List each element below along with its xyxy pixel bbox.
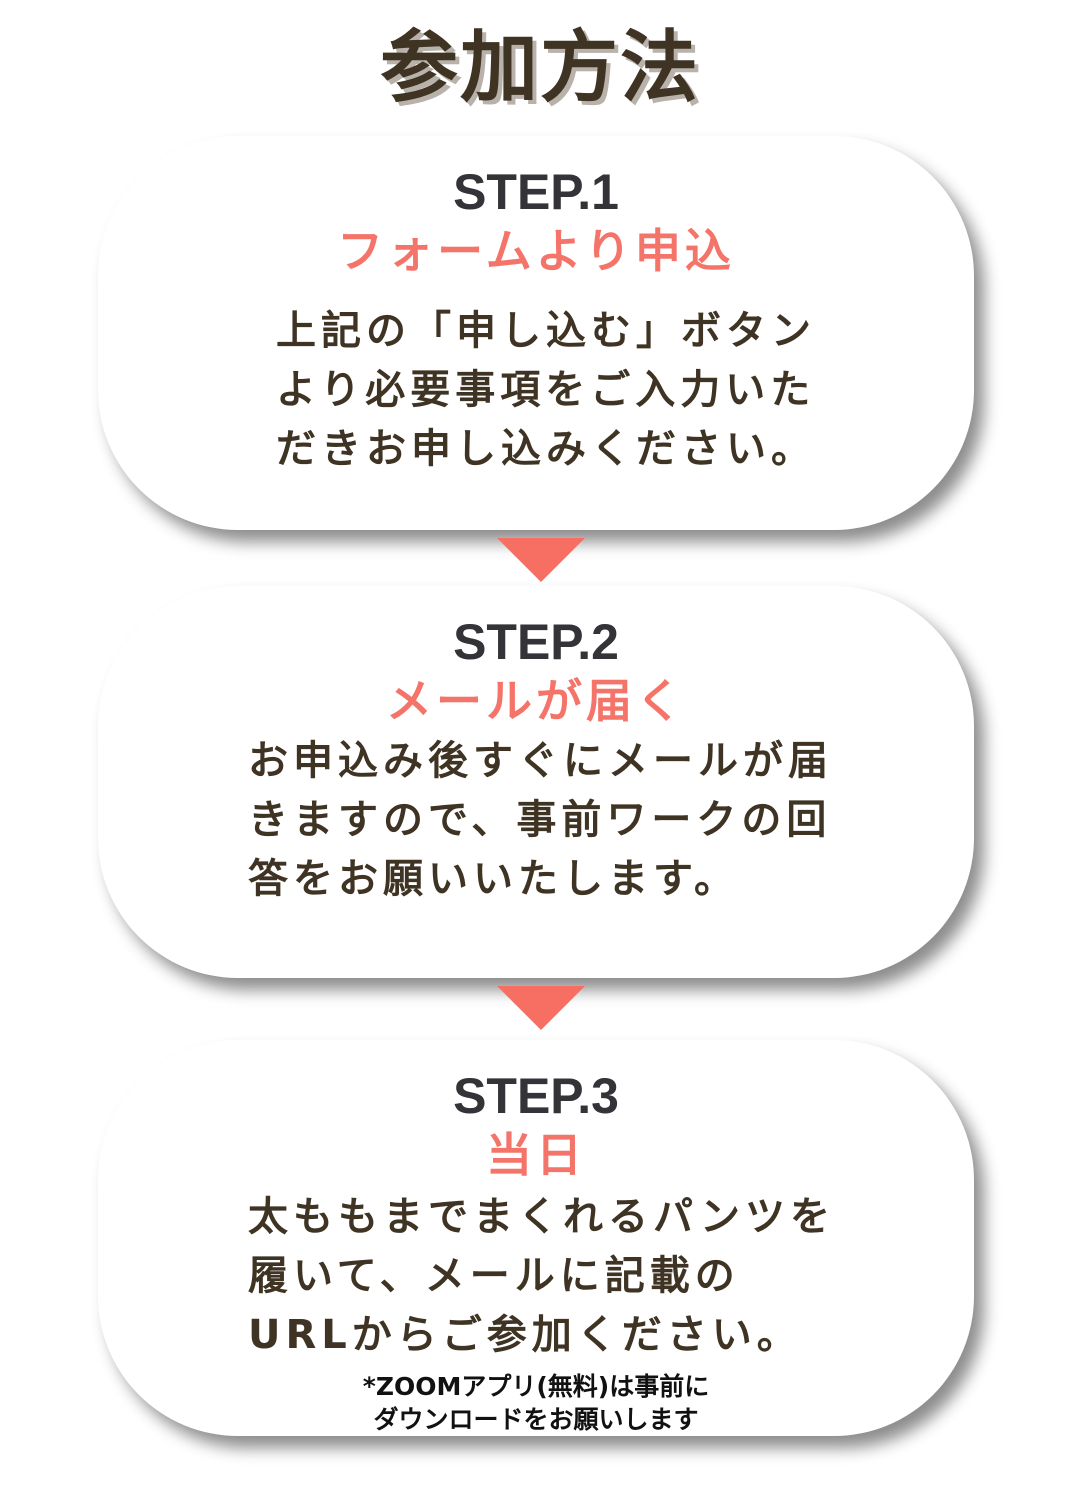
step-label: STEP.2	[453, 614, 619, 670]
step-card-1: STEP.1 フォームより申込 上記の「申し込む」ボタンより必要事項をご入力いた…	[98, 136, 974, 530]
step-heading: フォームより申込	[337, 224, 735, 278]
page-title: 参加方法	[379, 23, 700, 113]
zoom-note-line-1: *ZOOMアプリ(無料)は事前に	[362, 1372, 710, 1401]
down-arrow-icon	[497, 986, 585, 1030]
step-label: STEP.3	[453, 1068, 619, 1124]
step-card-2: STEP.2 メールが届く お申込み後すぐにメールが届きますので、事前ワークの回…	[98, 586, 974, 978]
step-card-3: STEP.3 当日 太ももまでまくれるパンツを履いて、メールに記載のURLからご…	[98, 1040, 974, 1436]
step-label: STEP.1	[453, 164, 619, 220]
zoom-note: *ZOOMアプリ(無料)は事前に ダウンロードをお願いします	[98, 1370, 974, 1436]
zoom-note-line-2: ダウンロードをお願いします	[373, 1405, 699, 1434]
step-description: 上記の「申し込む」ボタンより必要事項をご入力いただきお申し込みください。	[276, 308, 816, 472]
step-heading: メールが届く	[386, 674, 686, 728]
down-arrow-icon	[497, 538, 585, 582]
step-description: 太ももまでまくれるパンツを履いて、メールに記載のURLからご参加ください。	[248, 1194, 835, 1358]
step-heading: 当日	[486, 1128, 586, 1182]
step-description: お申込み後すぐにメールが届きますので、事前ワークの回答をお願いいたします。	[248, 738, 833, 902]
